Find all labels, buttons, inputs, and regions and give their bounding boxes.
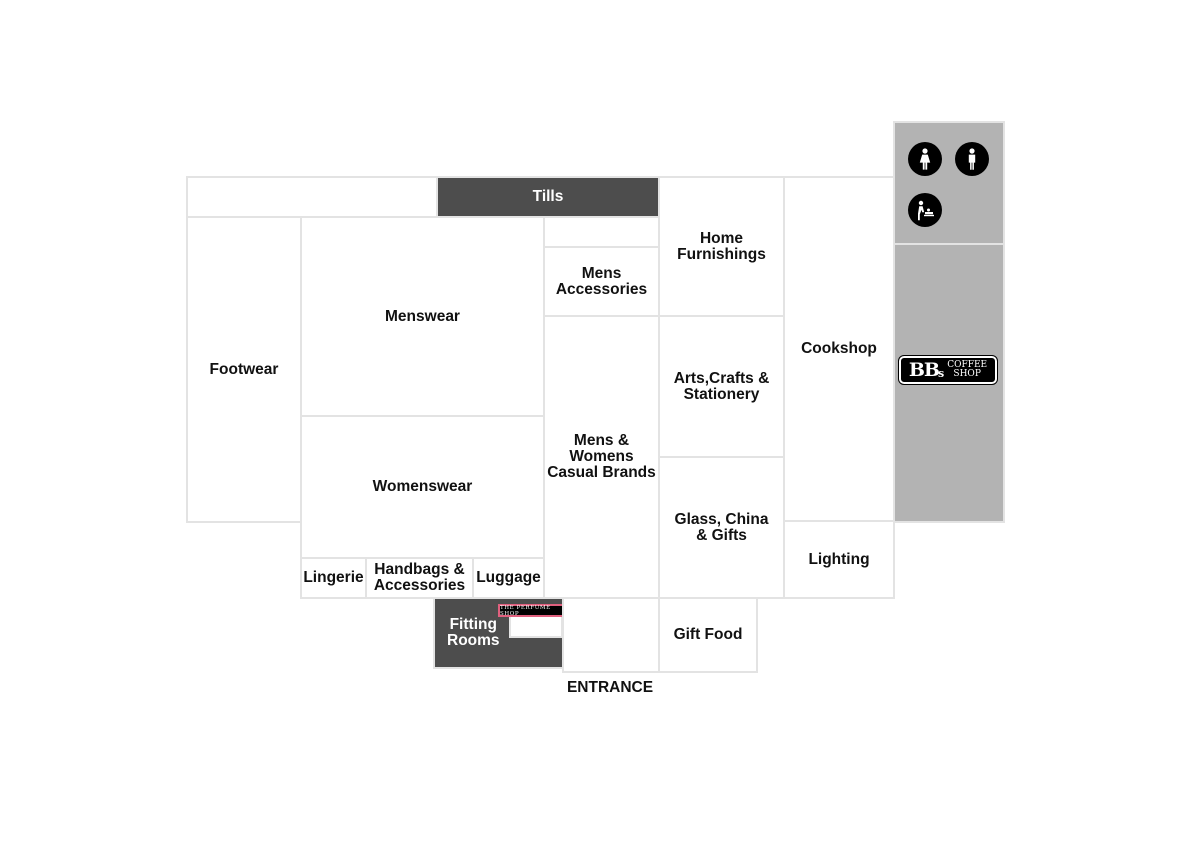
area-lingerie-label: Lingerie bbox=[303, 569, 364, 586]
area-footwear-label: Footwear bbox=[209, 360, 279, 378]
area-mens-accessories[interactable]: Mens Accessories bbox=[543, 246, 660, 317]
area-luggage-label: Luggage bbox=[476, 569, 541, 586]
area-womenswear-label: Womenswear bbox=[372, 478, 473, 495]
area-tills[interactable]: Tills bbox=[436, 176, 660, 218]
area-lighting-label: Lighting bbox=[808, 550, 870, 568]
area-handbags-label: Handbags & Accessories bbox=[373, 561, 466, 594]
area-cookshop[interactable]: Cookshop bbox=[783, 176, 895, 522]
area-arts-crafts-stationery[interactable]: Arts,Crafts & Stationery bbox=[658, 315, 785, 458]
area-tills-label: Tills bbox=[532, 188, 564, 205]
area-lingerie[interactable]: Lingerie bbox=[300, 557, 367, 599]
entrance-label: ENTRANCE bbox=[566, 679, 654, 696]
area-mens-womens-casual-label: Mens & Womens Casual Brands bbox=[547, 432, 656, 481]
area-gift-food[interactable]: Gift Food bbox=[658, 597, 758, 673]
area-home-furnishings-label: Home Furnishings bbox=[677, 229, 766, 263]
area-arts-crafts-label: Arts,Crafts & Stationery bbox=[673, 369, 770, 403]
area-home-furnishings[interactable]: Home Furnishings bbox=[658, 176, 785, 317]
female-toilet-icon bbox=[908, 142, 942, 176]
area-luggage[interactable]: Luggage bbox=[472, 557, 545, 599]
area-handbags-accessories[interactable]: Handbags & Accessories bbox=[365, 557, 474, 599]
coffee-shop-logo-word2: SHOP bbox=[953, 369, 981, 379]
coffee-shop-logo-s: s bbox=[938, 366, 945, 380]
coffee-shop-logo-word1: COFFEE bbox=[947, 360, 988, 370]
area-glass-china-gifts[interactable]: Glass, China & Gifts bbox=[658, 456, 785, 599]
coffee-shop-logo[interactable]: BB s COFFEE SHOP bbox=[898, 355, 998, 385]
area-lighting[interactable]: Lighting bbox=[783, 520, 895, 599]
area-mens-womens-casual-brands[interactable]: Mens & Womens Casual Brands bbox=[543, 315, 660, 599]
area-womenswear[interactable]: Womenswear bbox=[300, 415, 545, 559]
area-glass-china-label: Glass, China & Gifts bbox=[674, 510, 769, 544]
area-menswear[interactable]: Menswear bbox=[300, 216, 545, 417]
area-footwear[interactable]: Footwear bbox=[186, 216, 302, 523]
male-toilet-icon bbox=[955, 142, 989, 176]
baby-change-icon bbox=[908, 193, 942, 227]
area-toilets[interactable] bbox=[893, 121, 1005, 245]
area-menswear-label: Menswear bbox=[385, 307, 460, 325]
top-strip-blank bbox=[186, 176, 438, 218]
coffee-shop-logo-main: BB bbox=[908, 359, 940, 381]
entrance-area bbox=[562, 597, 660, 673]
area-cookshop-label: Cookshop bbox=[801, 340, 877, 357]
area-gift-food-label: Gift Food bbox=[673, 626, 743, 643]
area-mens-accessories-label: Mens Accessories bbox=[555, 264, 648, 298]
area-fitting-rooms-label: Fitting Rooms bbox=[447, 616, 500, 649]
coffee-shop-logo-words: COFFEE SHOP bbox=[945, 361, 987, 379]
perfume-shop-logo: THE PERFUME SHOP bbox=[498, 604, 574, 617]
